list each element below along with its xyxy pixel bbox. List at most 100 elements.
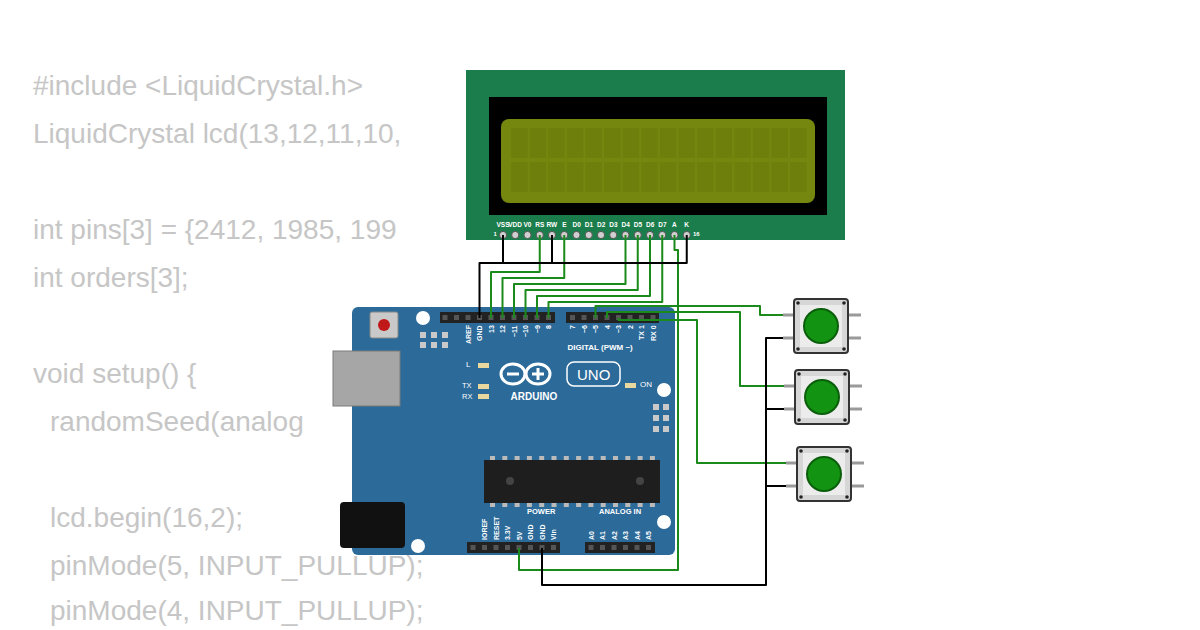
lcd-cell (678, 128, 695, 158)
chip-pin (650, 456, 655, 460)
pin-label: 12 (499, 325, 506, 333)
button-dot (843, 418, 847, 422)
button-face (801, 376, 843, 418)
header-pins (443, 315, 656, 550)
header-pin (570, 315, 575, 320)
lcd-cell (641, 162, 658, 192)
button-dot (843, 372, 847, 376)
button-body (794, 299, 848, 353)
chip-pin (638, 456, 643, 460)
chip-pin (625, 503, 630, 507)
microcontroller (484, 460, 660, 503)
chip-pin (613, 503, 618, 507)
chip-pin (527, 503, 532, 507)
chip-pin (650, 503, 655, 507)
pin-label: E (562, 222, 566, 229)
chip-mark (506, 477, 514, 485)
lcd-cell (511, 162, 528, 192)
wire (503, 235, 565, 318)
lcd-cell (660, 128, 677, 158)
pin-label: AREF (465, 325, 472, 344)
lcd-bezel (489, 97, 827, 215)
header-pin (505, 545, 510, 550)
lcd-cell (660, 162, 677, 192)
lcd-cell (623, 162, 640, 192)
led-label: TX (462, 382, 472, 390)
wire (619, 318, 787, 463)
pushbutton (783, 299, 861, 353)
wire (542, 486, 766, 585)
pin-label: V0 (524, 222, 532, 229)
lcd-cell (511, 128, 528, 158)
chip-pin (502, 456, 507, 460)
header-pin (466, 315, 471, 320)
button-body (797, 447, 851, 501)
code-line: pinMode(4, INPUT_PULLUP); (50, 597, 423, 625)
button-dot (842, 301, 846, 305)
pin-label: D0 (573, 222, 581, 229)
lcd-cell (771, 162, 788, 192)
lcd-cell (697, 162, 714, 192)
chip-pin (613, 456, 618, 460)
pin-label: D7 (658, 222, 666, 229)
pin-label: 13 (488, 325, 495, 333)
header-pin (454, 315, 459, 320)
chip-pin (588, 456, 593, 460)
pin-label: A2 (611, 531, 618, 540)
button-leg (850, 485, 864, 488)
code-line: pinMode(5, INPUT_PULLUP); (50, 552, 423, 580)
wire (519, 235, 678, 570)
header-pin (528, 545, 533, 550)
header-pin (482, 545, 487, 550)
chip-pin (588, 503, 593, 507)
wire (551, 235, 553, 263)
code-line: #include <LiquidCrystal.h> (33, 72, 363, 100)
button-leg (848, 408, 862, 411)
pushbuttons (783, 299, 864, 501)
green-wires (491, 235, 786, 570)
pin-label: 8 (545, 325, 552, 329)
button-leg (850, 462, 864, 465)
chip-pin (539, 503, 544, 507)
pin-label: D5 (634, 222, 642, 229)
lcd-cell (716, 128, 733, 158)
pin-label: ~3 (615, 325, 622, 333)
led-label: ON (640, 381, 652, 389)
model-name: UNO (577, 367, 610, 382)
pin-label: 5V (516, 531, 523, 540)
chip-pin (564, 503, 569, 507)
pushbutton (784, 370, 862, 424)
pin-label: TX 1 (638, 325, 645, 340)
code-line: randomSeed(analog (50, 408, 304, 436)
wire (502, 235, 504, 263)
lcd-cell (585, 128, 602, 158)
usb-port (333, 351, 400, 406)
pin-label: A3 (622, 531, 629, 540)
pin-label: ~9 (534, 325, 541, 333)
pushbutton (786, 447, 864, 501)
pin-label: D2 (597, 222, 605, 229)
arduino-uno (333, 307, 675, 555)
chip-pin (490, 503, 495, 507)
pin-label: ~6 (581, 325, 588, 333)
wire (607, 312, 784, 386)
lcd-pin (585, 231, 592, 238)
lcd-cell (678, 162, 695, 192)
uno-badge (567, 362, 620, 386)
pin-label: D1 (585, 222, 593, 229)
lcd-pin (610, 231, 617, 238)
chip-pin (490, 456, 495, 460)
pin-label: A0 (588, 531, 595, 540)
pin-number: 1 (494, 231, 497, 237)
power-header (467, 542, 560, 553)
lcd-cell (734, 162, 751, 192)
wire (766, 338, 784, 409)
pin-label: GND (539, 524, 546, 540)
wire (480, 235, 687, 318)
pin-label: A5 (645, 531, 652, 540)
chip-pin (539, 456, 544, 460)
button-body (795, 370, 849, 424)
chip-pin (552, 503, 557, 507)
code-line: void setup() { (33, 360, 196, 388)
